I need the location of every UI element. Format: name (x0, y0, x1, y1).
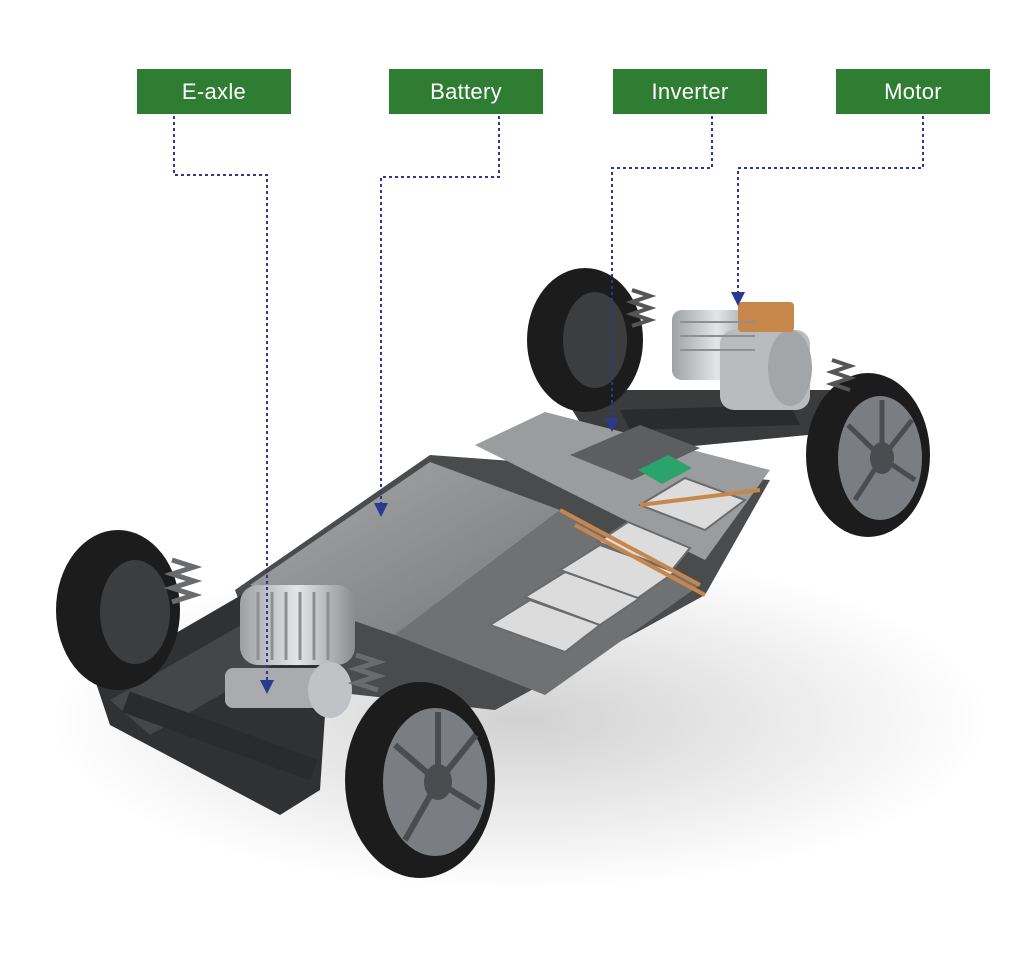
label-inverter: Inverter (613, 69, 767, 114)
eaxle-leader-line (173, 116, 268, 680)
motor-leader-line (737, 116, 924, 292)
rear-suspension (625, 288, 857, 392)
arrowhead-icon (605, 418, 619, 432)
inverter-leader-line (611, 116, 713, 418)
inverter-unit (570, 425, 700, 484)
leader-lines (173, 116, 924, 680)
motor-unit (672, 302, 812, 410)
rear-right-wheel (806, 373, 930, 537)
e-axle-unit (225, 585, 355, 718)
front-left-wheel (56, 530, 180, 690)
arrowhead-icon (374, 503, 388, 517)
label-motor: Motor (836, 69, 990, 114)
arrowhead-icon (260, 680, 274, 694)
front-right-wheel (345, 682, 495, 878)
copper-busbars (559, 488, 761, 597)
arrowhead-icon (731, 292, 745, 306)
label-battery: Battery (389, 69, 543, 114)
front-suspension (163, 557, 387, 693)
label-e-axle: E-axle (137, 69, 291, 114)
rear-left-wheel (527, 268, 643, 412)
leader-arrowheads (260, 292, 745, 694)
battery-leader-line (380, 116, 500, 503)
battery-pack (235, 412, 770, 710)
